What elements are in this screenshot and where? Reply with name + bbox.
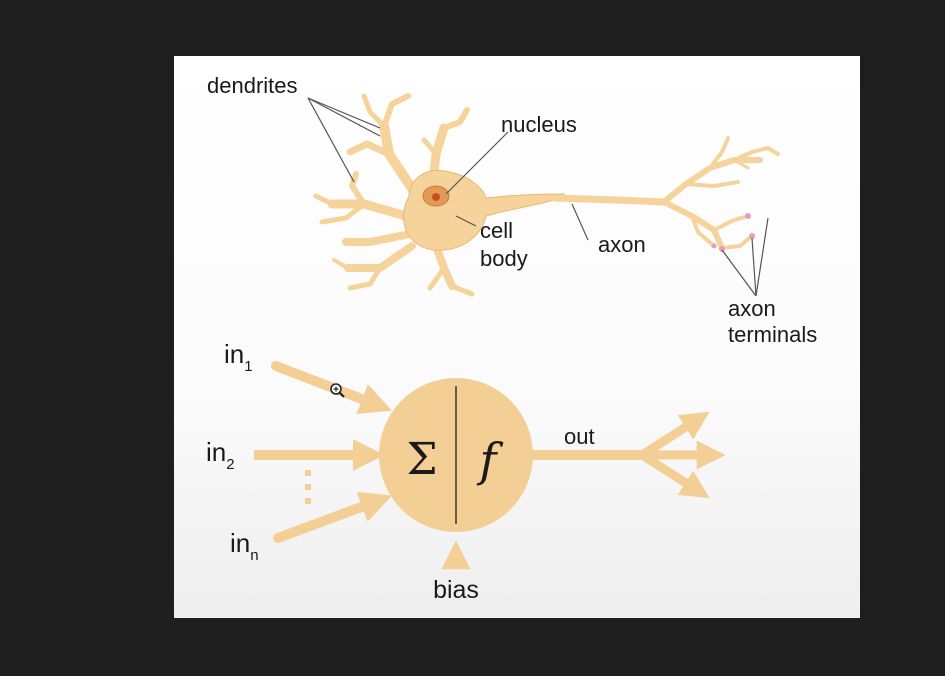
output-label: out [564,424,595,449]
output-arrow-up [639,411,710,459]
output-arrow-down [639,451,710,499]
ellipsis-dots [305,470,311,504]
neuron-illustration: dendrites nucleus cell body axon axon te… [207,73,817,347]
input-label-2-subscript: 2 [226,456,234,473]
slide: dendrites nucleus cell body axon axon te… [174,56,860,618]
leader-lines [307,97,769,297]
nucleus-label: nucleus [501,112,577,137]
dendrites-label: dendrites [207,73,298,98]
axon-shape [550,194,668,206]
axon-terminals-label-line1: axon [728,296,776,321]
input-label-n-subscript: n [250,547,258,564]
input-label-1: in1 [224,339,253,375]
input-arrow-1 [271,361,392,415]
neuron-perceptron-diagram: dendrites nucleus cell body axon axon te… [206,73,817,604]
axon-terminal-branches [661,136,780,251]
bias-label: bias [433,576,479,604]
cell-body-label-line2: body [480,246,528,271]
input-label-n: inn [230,528,259,564]
nucleolus-shape [432,193,440,201]
input-arrow-n [273,491,392,543]
input-label-1-subscript: 1 [244,358,252,375]
axon-label: axon [598,232,646,257]
zoom-cursor-icon [330,383,345,398]
axon-terminals-label-line2: terminals [728,322,817,347]
cell-body-label-line1: cell [480,218,513,243]
perceptron-illustration: Σ f in1 in2 inn out bias [206,339,726,604]
input-label-2: in2 [206,437,235,473]
dendrite-branches [313,93,475,297]
sum-symbol: Σ [406,434,437,485]
terminal-tips [711,213,755,252]
